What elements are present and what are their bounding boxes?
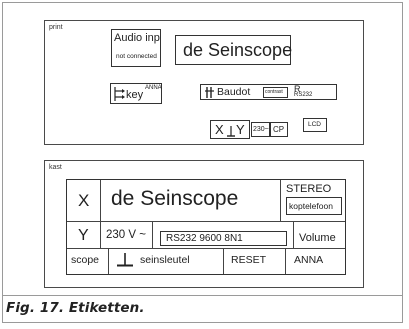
kast-label-panel: kast X de Seinscope STEREO koptelefoon Y… [44, 160, 364, 288]
contrast-box: contrast [263, 87, 288, 98]
lcd-box: LCD [303, 118, 327, 132]
key-connector-icon [114, 87, 125, 101]
kast-col-divider-d [293, 221, 294, 248]
caption-divider [2, 295, 403, 296]
serial-box: RS232 9600 8N1 [160, 231, 287, 246]
print-brand-box: de Seinscope [175, 35, 293, 65]
baudot-connector-icon [205, 87, 214, 98]
contrast-text: contrast [265, 89, 283, 95]
audio-input-box: Audio inp not connected [111, 29, 161, 67]
kast-y-text: Y [78, 227, 89, 244]
kast-section-label: kast [49, 164, 62, 171]
print-brand-text: de Seinscope [183, 40, 293, 60]
print-power-box: 230~ [251, 122, 270, 137]
kast-col-divider-e [108, 248, 109, 274]
rs-bottom-text: RS232 [294, 92, 313, 98]
audio-input-status: not connected [116, 53, 157, 60]
kast-row-divider-1 [67, 221, 345, 222]
kast-table: X de Seinscope STEREO koptelefoon Y 230 … [66, 179, 346, 275]
ground-symbol-icon [227, 126, 235, 137]
kast-col-divider-b [280, 180, 281, 221]
xy-box: X Y [210, 120, 250, 139]
kast-power-text: 230 V ~ [106, 229, 146, 241]
rs-top-text: R [294, 84, 301, 94]
koptelefoon-box: koptelefoon [286, 197, 342, 215]
print-label-panel: print Audio inp not connected de Seinsco… [44, 20, 364, 145]
koptelefoon-text: koptelefoon [289, 201, 333, 211]
cp-box: CP [270, 122, 288, 137]
kast-row-divider-2 [67, 248, 345, 249]
seinsleutel-text: seinsleutel [140, 254, 190, 266]
figure-frame [2, 2, 403, 323]
anna-text: ANNA [294, 254, 324, 266]
kast-col-divider-c [152, 221, 153, 248]
serial-text: RS232 9600 8N1 [166, 233, 243, 244]
xy-x-text: X [215, 122, 224, 137]
xy-y-text: Y [236, 122, 245, 137]
key-box: key ANNA [110, 83, 162, 104]
lcd-text: LCD [308, 121, 322, 128]
kast-brand-text: de Seinscope [111, 187, 239, 210]
stereo-text: STEREO [286, 183, 332, 195]
baudot-text: Baudot [217, 86, 251, 98]
volume-text: Volume [299, 232, 336, 244]
scope-text: scope [71, 254, 100, 266]
print-power-text: 230~ [253, 126, 269, 133]
kast-x-text: X [78, 191, 90, 210]
kast-col-divider-g [285, 248, 286, 274]
ground-symbol-icon [117, 253, 133, 267]
audio-input-title: Audio inp [114, 32, 160, 44]
cp-text: CP [273, 125, 285, 134]
key-anna-text: ANNA [145, 85, 162, 91]
kast-col-divider-f [223, 248, 224, 274]
reset-text: RESET [231, 254, 267, 266]
key-text: key [126, 89, 144, 101]
print-section-label: print [49, 24, 63, 31]
figure-caption: Fig. 17. Etiketten. [6, 300, 145, 316]
baudot-box: Baudot contrast R RS232 [200, 84, 337, 100]
kast-col-divider-a [100, 180, 101, 248]
